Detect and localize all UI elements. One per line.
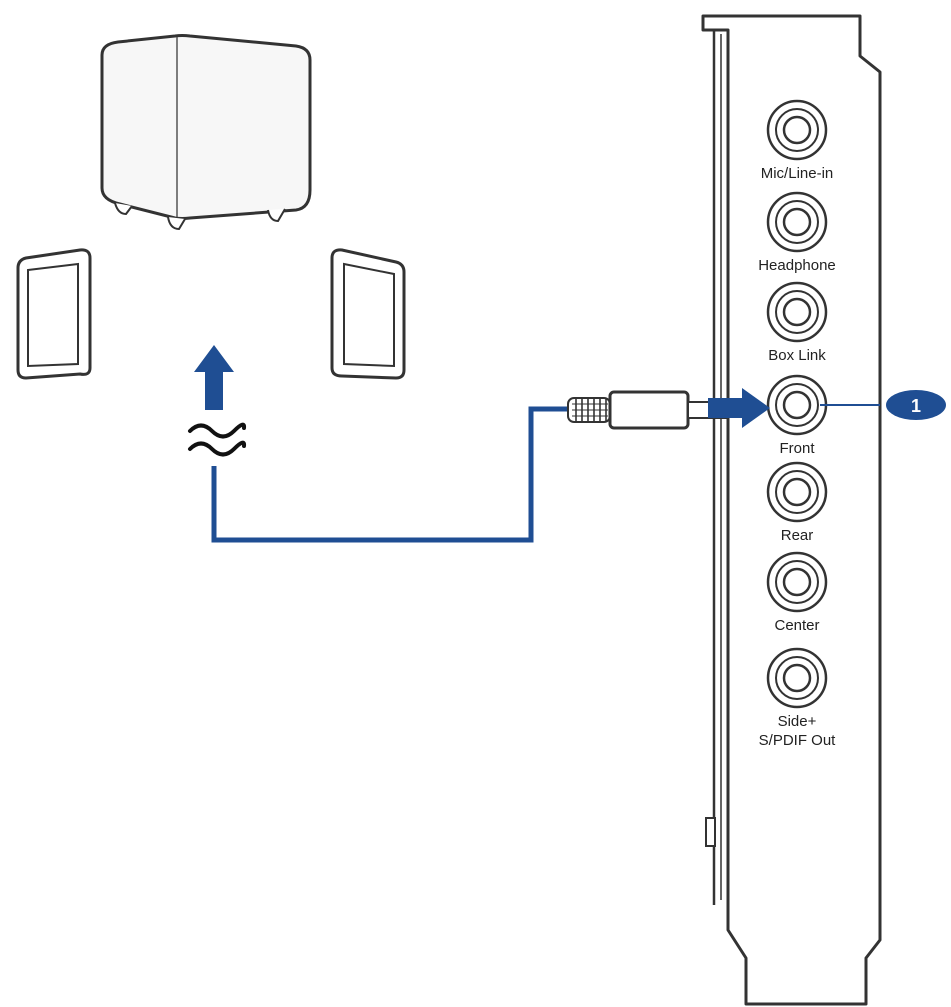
jack-label: Center: [774, 617, 819, 634]
jack-label: Rear: [781, 527, 814, 544]
audio-jack-center: Center: [766, 551, 828, 634]
jack-label: Front: [779, 440, 815, 457]
jack-label: Mic/Line-in: [761, 165, 834, 182]
callout-number: 1: [911, 396, 921, 416]
jack-label: Box Link: [768, 347, 826, 364]
callout-badge: 1: [886, 390, 946, 420]
audio-jack-front: Front: [766, 374, 828, 457]
jack-label-line2: S/PDIF Out: [759, 732, 837, 749]
insert-arrow-icon: [708, 388, 770, 428]
speaker-left-icon: [16, 248, 92, 380]
jack-socket-icon: [782, 567, 812, 597]
up-arrow-icon: [194, 345, 234, 410]
jack-label: Side+: [778, 713, 817, 730]
jack-socket-icon: [782, 390, 812, 420]
jack-socket-icon: [782, 663, 812, 693]
audio-jack-rear: Rear: [766, 461, 828, 544]
signal-wave-icon: [188, 422, 247, 457]
jack-socket-icon: [782, 297, 812, 327]
audio-jack-box-link: Box Link: [766, 281, 828, 364]
jack-socket-icon: [782, 115, 812, 145]
jack-socket-icon: [782, 207, 812, 237]
audio-jack-side: Side+ S/PDIF Out: [759, 647, 837, 749]
jack-label: Headphone: [758, 257, 836, 274]
jack-socket-icon: [782, 477, 812, 507]
audio-cable: [211, 406, 572, 543]
audio-jack-mic-line-in: Mic/Line-in: [761, 99, 834, 182]
audio-jack-headphone: Headphone: [758, 191, 836, 274]
speaker-right-icon: [330, 248, 406, 380]
subwoofer-icon: [100, 34, 312, 231]
